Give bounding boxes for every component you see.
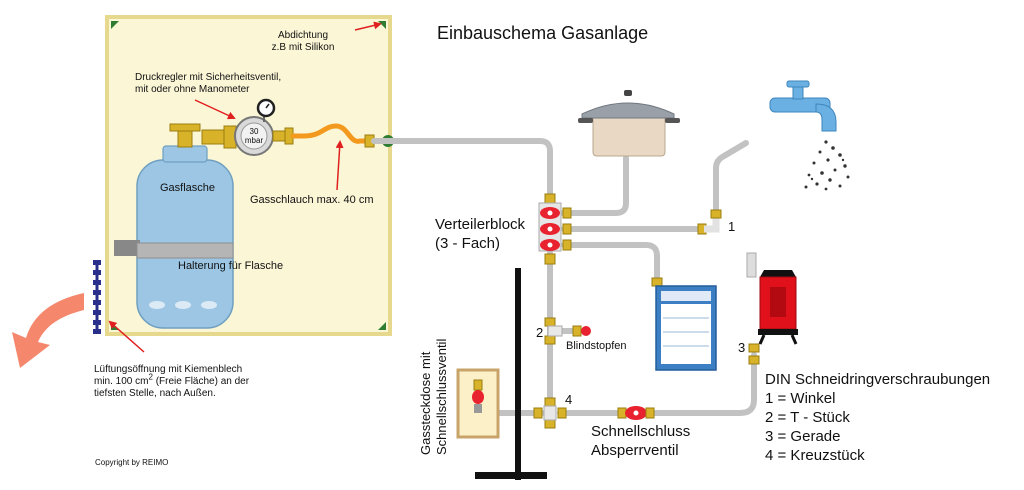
legend-item-4: 4 = Kreuzstück [765,447,865,464]
outflow-arrow [12,293,84,368]
seal-corner-tl [111,21,119,29]
label-gassteckdose-line2: Schnellschlussventil [434,338,449,455]
label-lueftung: Lüftungsöffnung mit Kiemenblech min. 100… [94,364,249,400]
wall-section [475,268,547,480]
label-lueftung-line1: Lüftungsöffnung mit Kiemenblech [94,364,243,375]
label-verteilerblock-line1: Verteilerblock [435,216,526,233]
regulator-unit: mbar [244,136,264,145]
legend: DIN Schneidringverschraubungen 1 = Winke… [765,370,990,465]
label-verteilerblock-line2: (3 - Fach) [435,235,501,252]
label-schnellschluss-line1: Schnellschluss [591,423,691,440]
label-lueftung-line2: min. 100 cm2 (Freie Fläche) an der [94,372,250,387]
label-blindstopfen: Blindstopfen [566,340,627,352]
gas-hose [290,123,369,144]
fitting-number-3: 3 [738,340,746,355]
label-schnellschluss-line2: Absperrventil [591,442,679,459]
legend-item-2: 2 = T - Stück [765,409,850,426]
tap-icon [769,80,850,191]
shutoff-valve [617,406,655,420]
label-druckregler-line1: Druckregler mit Sicherheitsventil, [135,72,282,83]
label-halterung: Halterung für Flasche [178,260,284,272]
pressure-regulator [201,98,294,156]
arrow-gasschlauch [335,140,344,191]
label-gassteckdose-line1: Gassteckdose mit [418,351,433,455]
fitting-number-4: 4 [565,392,573,407]
distributor-block [538,202,562,252]
pot-icon [578,90,680,157]
label-gasschlauch: Gasschlauch max. 40 cm [250,194,374,206]
copyright: Copyright by REIMO [95,458,169,467]
label-abdichtung: Abdichtung z.B mit Silikon [258,30,348,54]
ventilation-grille [93,260,101,334]
pipes [371,138,757,421]
label-lueftung-line3: tiefsten Stelle, nach Außen. [94,388,216,399]
label-gassteckdose: Gassteckdose mit Schnellschlussventil [418,339,450,455]
label-schnellschluss: Schnellschluss Absperrventil [591,422,690,460]
arrow-lueftung [108,320,145,353]
arrow-regler [194,99,236,120]
regulator-pressure-label: 30 mbar [240,127,268,145]
fitting-number-2: 2 [536,325,544,340]
label-gasflasche: Gasflasche [160,182,216,194]
legend-title: DIN Schneidringverschraubungen [765,371,991,388]
annotation-arrows [108,21,382,353]
stove-icon [746,252,798,345]
label-druckregler: Druckregler mit Sicherheitsventil, mit o… [135,72,281,96]
label-abdichtung-line2: z.B mit Silikon [271,42,335,53]
water-spray [804,140,850,191]
gas-socket [456,368,500,439]
label-verteilerblock: Verteilerblock (3 - Fach) [435,215,525,253]
fittings [533,193,760,429]
cylinder-holder [114,240,234,259]
fitting-number-1: 1 [728,219,736,234]
regulator-value: 30 [249,127,259,136]
seal-corner-br [378,322,386,330]
label-abdichtung-line1: Abdichtung [277,30,329,41]
blind-plug [581,326,591,336]
diagram-title: Einbauschema Gasanlage [437,23,649,43]
arrow-abdichtung [354,21,382,31]
fridge-icon [655,285,717,371]
legend-item-3: 3 = Gerade [765,428,841,445]
legend-item-1: 1 = Winkel [765,390,836,407]
label-druckregler-line2: mit oder ohne Manometer [135,84,250,95]
